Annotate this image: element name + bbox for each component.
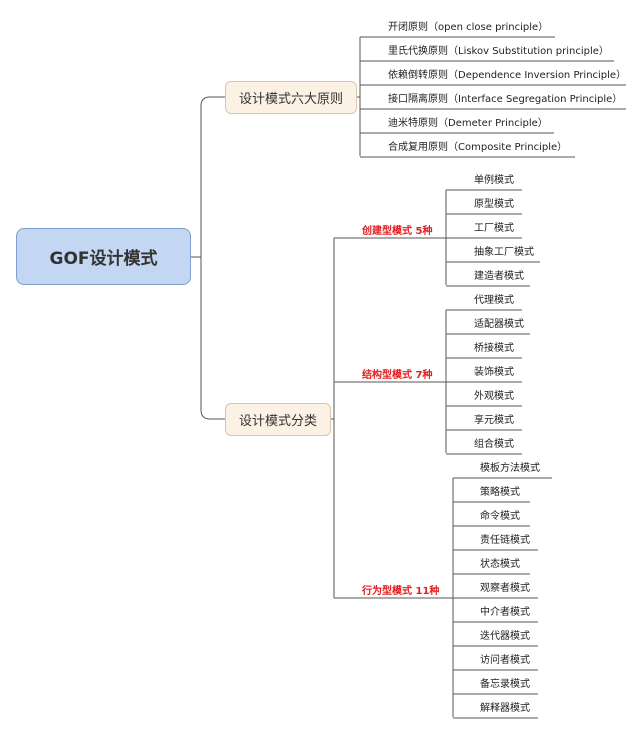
category-behavioral[interactable]: 行为型模式 11种: [362, 586, 440, 597]
pattern-composite[interactable]: 组合模式: [474, 439, 514, 450]
pattern-prototype[interactable]: 原型模式: [474, 199, 514, 210]
pattern-flyweight[interactable]: 享元模式: [474, 415, 514, 426]
pattern-state[interactable]: 状态模式: [480, 559, 520, 570]
pattern-singleton[interactable]: 单例模式: [474, 175, 514, 186]
pattern-strategy[interactable]: 策略模式: [480, 487, 520, 498]
pattern-abstract-factory[interactable]: 抽象工厂模式: [474, 247, 534, 258]
principles-node[interactable]: 设计模式六大原则: [225, 81, 357, 114]
pattern-proxy[interactable]: 代理模式: [474, 295, 514, 306]
pattern-memento[interactable]: 备忘录模式: [480, 679, 530, 690]
principle-open-close[interactable]: 开闭原则（open close principle）: [388, 22, 549, 33]
principle-liskov[interactable]: 里氏代换原则（Liskov Substitution principle）: [388, 46, 609, 57]
pattern-observer[interactable]: 观察者模式: [480, 583, 530, 594]
category-creational[interactable]: 创建型模式 5种: [362, 226, 433, 237]
pattern-template-method[interactable]: 模板方法模式: [480, 463, 540, 474]
principle-demeter[interactable]: 迪米特原则（Demeter Principle）: [388, 118, 548, 129]
pattern-builder[interactable]: 建造者模式: [474, 271, 524, 282]
category-structural[interactable]: 结构型模式 7种: [362, 370, 433, 381]
pattern-iterator[interactable]: 迭代器模式: [480, 631, 530, 642]
pattern-interpreter[interactable]: 解释器模式: [480, 703, 530, 714]
root-node[interactable]: GOF设计模式: [16, 228, 191, 285]
pattern-adapter[interactable]: 适配器模式: [474, 319, 524, 330]
pattern-visitor[interactable]: 访问者模式: [480, 655, 530, 666]
pattern-command[interactable]: 命令模式: [480, 511, 520, 522]
pattern-facade[interactable]: 外观模式: [474, 391, 514, 402]
principle-dependence-inversion[interactable]: 依赖倒转原则（Dependence Inversion Principle）: [388, 70, 627, 81]
pattern-mediator[interactable]: 中介者模式: [480, 607, 530, 618]
classification-node[interactable]: 设计模式分类: [225, 403, 331, 436]
pattern-bridge[interactable]: 桥接模式: [474, 343, 514, 354]
pattern-decorator[interactable]: 装饰模式: [474, 367, 514, 378]
pattern-chain-of-responsibility[interactable]: 责任链模式: [480, 535, 530, 546]
pattern-factory[interactable]: 工厂模式: [474, 223, 514, 234]
principle-composite[interactable]: 合成复用原则（Composite Principle）: [388, 142, 568, 153]
principle-interface-segregation[interactable]: 接口隔离原则（Interface Segregation Principle）: [388, 94, 623, 105]
